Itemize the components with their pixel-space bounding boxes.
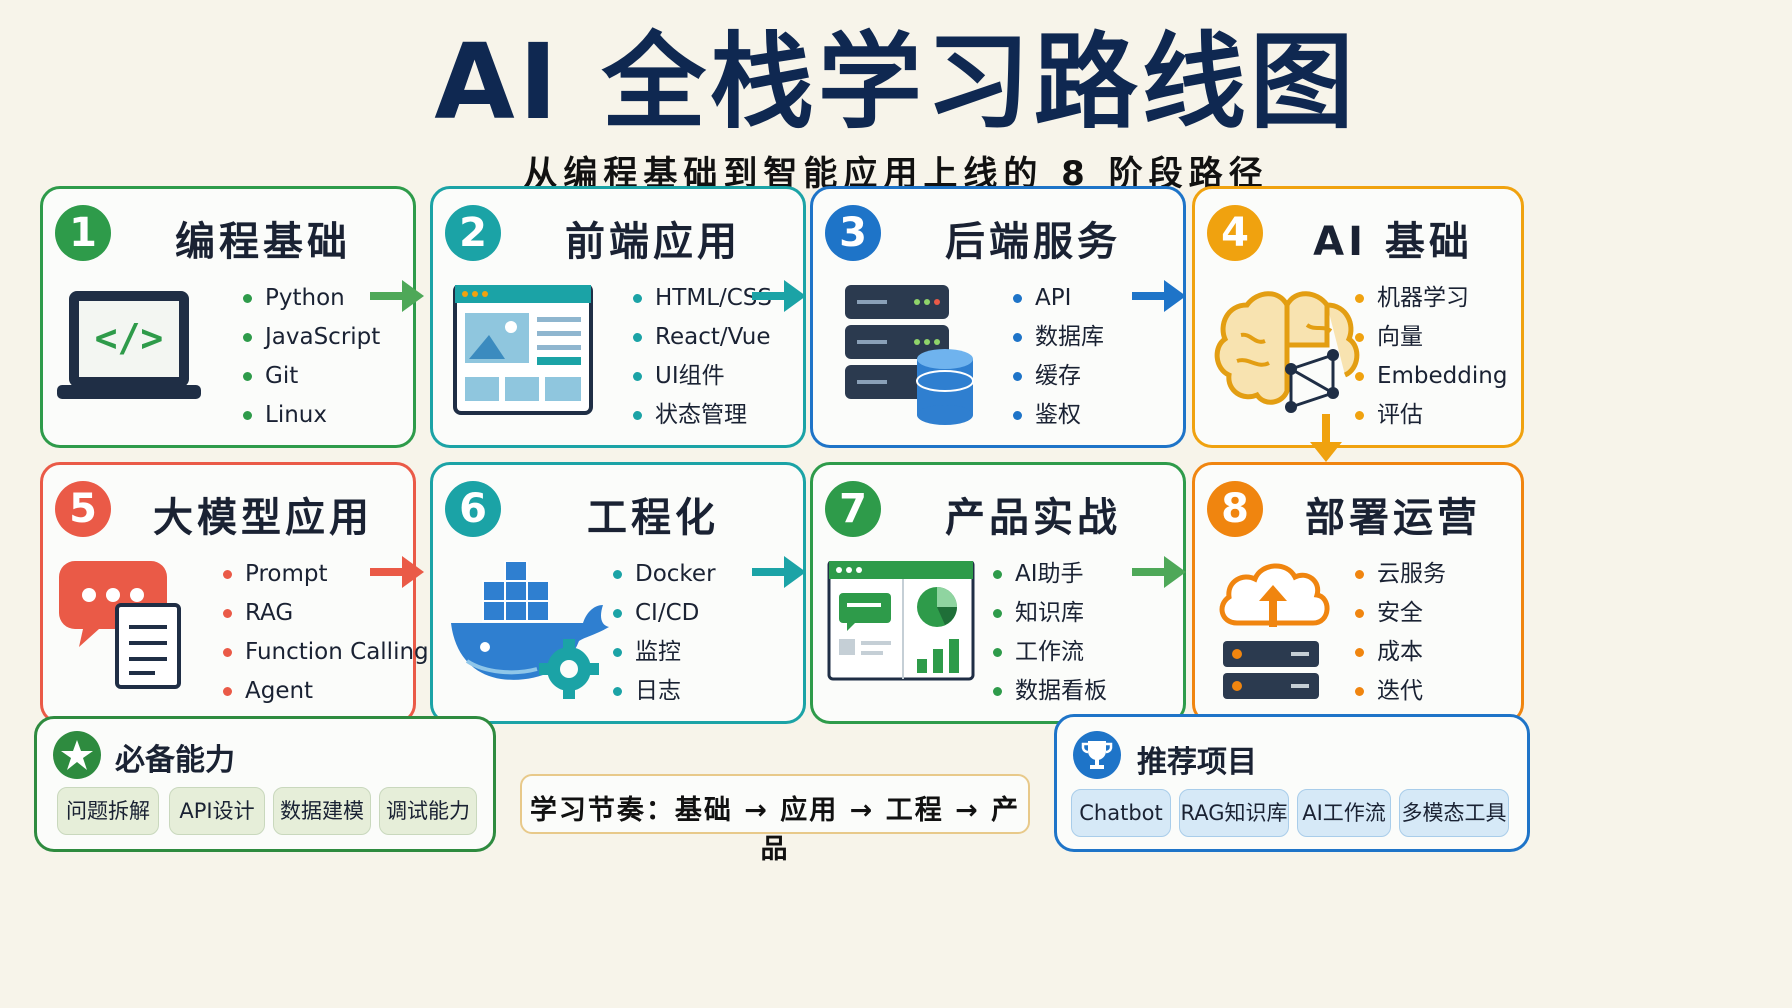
arrow-right-icon	[1132, 556, 1186, 588]
list-item: 成本	[1355, 633, 1446, 672]
stage-card-8: 8 部署运营 云服务 安全 成本 迭代	[1192, 462, 1524, 724]
rhythm-text: 学习节奏：基础 → 应用 → 工程 → 产品	[529, 795, 1021, 865]
list-item: 鉴权	[1013, 396, 1104, 435]
stage-title: AI 基础	[1313, 219, 1473, 265]
web-layout-icon	[445, 283, 615, 435]
stage-card-6: 6 工程化 Docker CI/CD 监控 日志	[430, 462, 806, 724]
list-item: 数据看板	[993, 672, 1107, 711]
list-item: 工作流	[993, 633, 1107, 672]
svg-text:</>: </>	[95, 316, 164, 360]
list-item: 安全	[1355, 594, 1446, 633]
list-item: Function Calling	[223, 633, 429, 672]
arrow-right-icon	[370, 556, 424, 588]
list-item: Prompt	[223, 555, 429, 594]
list-item: Git	[243, 357, 380, 396]
arrow-right-icon	[1132, 280, 1186, 312]
stage-card-5: 5 大模型应用 Prompt RAG Function Calling Agen…	[40, 462, 429, 724]
stage-card-2: 2 前端应用 HTML/CSS React/Vue UI组件 状态管理	[430, 186, 806, 448]
list-item: 机器学习	[1355, 279, 1507, 318]
list-item: React/Vue	[633, 318, 772, 357]
skill-chip: 数据建模	[273, 787, 371, 835]
page-title: AI 全栈学习路线图	[434, 21, 1358, 143]
list-item: Agent	[223, 672, 429, 711]
list-item: 向量	[1355, 318, 1507, 357]
stage-title: 部署运营	[1305, 495, 1481, 541]
project-chip: 多模态工具	[1399, 789, 1509, 837]
learning-rhythm-banner: 学习节奏：基础 → 应用 → 工程 → 产品	[520, 774, 1030, 865]
stage-title: 编程基础	[175, 219, 351, 265]
list-item: 缓存	[1013, 357, 1104, 396]
stage-card-7: 7 产品实战 AI助手 知识库 工作流 数据看板	[810, 462, 1186, 724]
chat-document-icon	[55, 561, 225, 711]
arrow-right-icon	[752, 280, 806, 312]
project-chip: Chatbot	[1071, 789, 1171, 837]
stage-number: 7	[825, 481, 881, 537]
stage-card-1: 1 编程基础 </> Python JavaScript Git Linux	[40, 186, 416, 448]
brain-network-icon	[1207, 285, 1377, 435]
laptop-code-icon: </>	[55, 285, 225, 435]
list-item: API	[1013, 279, 1104, 318]
server-database-icon	[825, 285, 995, 435]
list-item: 云服务	[1355, 555, 1446, 594]
list-item: 迭代	[1355, 672, 1446, 711]
list-item: Linux	[243, 396, 380, 435]
arrow-right-icon	[370, 280, 424, 312]
list-item: 状态管理	[633, 396, 772, 435]
list-item: CI/CD	[613, 594, 716, 633]
skills-panel: 必备能力 问题拆解 API设计 数据建模 调试能力	[34, 716, 496, 852]
list-item: UI组件	[633, 357, 772, 396]
list-item: JavaScript	[243, 318, 380, 357]
list-item: AI助手	[993, 555, 1107, 594]
stage-number: 6	[445, 481, 501, 537]
list-item: Embedding	[1355, 357, 1507, 396]
stage-items: API 数据库 缓存 鉴权	[1013, 279, 1104, 435]
project-chip: AI工作流	[1297, 789, 1391, 837]
stage-number: 8	[1207, 481, 1263, 537]
stage-items: 机器学习 向量 Embedding 评估	[1355, 279, 1507, 435]
stage-title: 大模型应用	[153, 495, 373, 541]
stage-title: 后端服务	[945, 219, 1121, 265]
list-item: 数据库	[1013, 318, 1104, 357]
stage-title: 工程化	[587, 495, 719, 541]
stage-number: 4	[1207, 205, 1263, 261]
list-item: 知识库	[993, 594, 1107, 633]
stage-card-4: 4 AI 基础 机器学习 向量 Embedding 评估	[1192, 186, 1524, 448]
project-chip: RAG知识库	[1179, 789, 1289, 837]
list-item: 日志	[613, 672, 716, 711]
stage-card-3: 3 后端服务 API 数据库 缓存 鉴权	[810, 186, 1186, 448]
skills-title: 必备能力	[115, 743, 235, 778]
stage-number: 1	[55, 205, 111, 261]
stage-items: HTML/CSS React/Vue UI组件 状态管理	[633, 279, 772, 435]
list-item: Docker	[613, 555, 716, 594]
dashboard-icon	[825, 559, 995, 711]
stage-number: 2	[445, 205, 501, 261]
stage-items: Docker CI/CD 监控 日志	[613, 555, 716, 711]
arrow-right-icon	[752, 556, 806, 588]
list-item: RAG	[223, 594, 429, 633]
stage-items: 云服务 安全 成本 迭代	[1355, 555, 1446, 711]
skill-chip: API设计	[169, 787, 265, 835]
list-item: Python	[243, 279, 380, 318]
trophy-icon	[1073, 731, 1121, 779]
stage-items: AI助手 知识库 工作流 数据看板	[993, 555, 1107, 711]
stage-items: Prompt RAG Function Calling Agent	[223, 555, 429, 711]
projects-panel: 推荐项目 Chatbot RAG知识库 AI工作流 多模态工具	[1054, 714, 1530, 852]
arrow-down-icon	[1310, 414, 1342, 462]
stage-items: Python JavaScript Git Linux	[243, 279, 380, 435]
docker-whale-icon	[445, 560, 615, 711]
stage-title: 产品实战	[945, 495, 1121, 541]
star-icon	[53, 731, 101, 779]
stage-title: 前端应用	[565, 219, 741, 265]
stage-number: 3	[825, 205, 881, 261]
skill-chip: 问题拆解	[57, 787, 159, 835]
list-item: 监控	[613, 633, 716, 672]
projects-title: 推荐项目	[1137, 745, 1257, 780]
cloud-upload-icon	[1207, 561, 1377, 711]
list-item: 评估	[1355, 396, 1507, 435]
stage-number: 5	[55, 481, 111, 537]
skill-chip: 调试能力	[379, 787, 477, 835]
